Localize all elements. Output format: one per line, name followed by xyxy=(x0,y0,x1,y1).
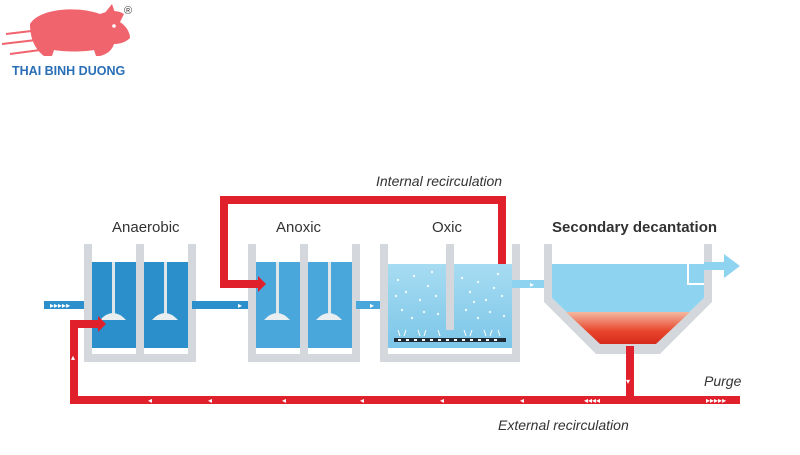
label-purge: Purge xyxy=(704,373,742,389)
mixer-icon xyxy=(316,262,342,320)
svg-text:◂: ◂ xyxy=(520,396,524,405)
mixer-icon xyxy=(100,262,126,320)
svg-text:◂: ◂ xyxy=(282,396,286,405)
mixer-icon xyxy=(264,262,290,320)
registered-mark: ® xyxy=(124,5,132,17)
svg-text:▸▸▸▸▸: ▸▸▸▸▸ xyxy=(50,301,70,310)
anoxic-tank xyxy=(248,244,360,362)
aeration-bubbles xyxy=(394,270,506,320)
mixer-icon xyxy=(152,262,178,320)
pipe-anaerobic-anoxic: ▸ xyxy=(192,301,256,310)
diffuser-grid xyxy=(394,329,506,342)
svg-text:▴: ▴ xyxy=(71,353,75,362)
svg-text:◂: ◂ xyxy=(208,396,212,405)
internal-recirculation-line xyxy=(220,196,506,292)
pig-logo-icon xyxy=(1,4,130,56)
secondary-decanter xyxy=(544,244,712,354)
svg-text:▸: ▸ xyxy=(370,301,374,310)
pipe-oxic-decanter: ▸ xyxy=(512,280,554,289)
svg-text:▸▸▸▸▸: ▸▸▸▸▸ xyxy=(706,396,726,405)
label-oxic: Oxic xyxy=(432,219,463,236)
anaerobic-tank xyxy=(84,244,196,362)
svg-text:◂: ◂ xyxy=(148,396,152,405)
svg-text:◂◂◂◂: ◂◂◂◂ xyxy=(584,396,600,405)
oxic-tank xyxy=(380,244,520,362)
inlet-pipe: ▸▸▸▸▸ xyxy=(44,301,96,310)
svg-text:▸: ▸ xyxy=(530,280,534,289)
label-secondary-decantation: Secondary decantation xyxy=(552,219,717,236)
external-recirculation-line xyxy=(70,316,740,404)
svg-text:▾: ▾ xyxy=(626,377,630,386)
label-anoxic: Anoxic xyxy=(276,219,322,236)
svg-text:◂: ◂ xyxy=(440,396,444,405)
label-external-recirculation: External recirculation xyxy=(498,417,629,433)
outlet-arrow-icon xyxy=(704,254,740,278)
svg-text:◂: ◂ xyxy=(360,396,364,405)
brand-name: THAI BINH DUONG xyxy=(12,64,125,78)
label-internal-recirculation: Internal recirculation xyxy=(376,173,502,189)
label-anaerobic: Anaerobic xyxy=(112,219,180,236)
pipe-anoxic-oxic: ▸ xyxy=(356,301,392,310)
svg-text:▸: ▸ xyxy=(238,301,242,310)
flow-arrows: ◂ ◂ ◂ ◂ ◂ ◂ ◂◂◂◂ ▸▸▸▸▸ ▾ ▴ xyxy=(71,353,726,405)
